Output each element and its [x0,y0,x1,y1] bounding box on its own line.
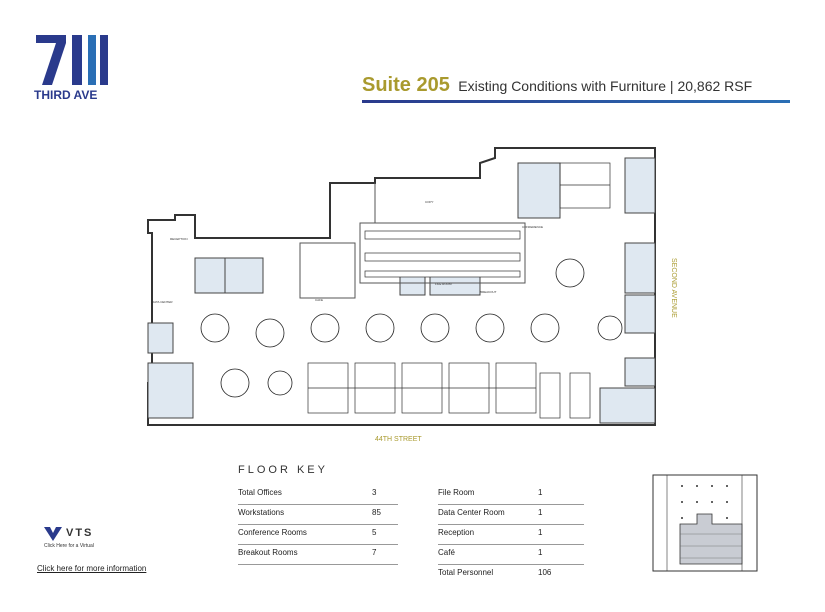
conference-room-west [147,362,194,419]
vts-label: VTS [66,527,94,539]
file-room-label: FILE ROOM [435,282,452,286]
floor-key-title: FLOOR KEY [238,464,328,476]
copy-label: COPY [425,200,434,204]
workstation-bench-zone [359,222,526,284]
suite-highlight [679,513,743,565]
breakout-label: BREAKOUT [480,290,497,294]
logo-subtitle: THIRD AVE [34,88,98,102]
cafe-area [299,242,356,299]
office-ne [624,157,656,214]
key-plan-map [652,474,758,572]
conference-label: CONFERENCE [522,225,543,229]
cafe-label: CAFE [315,298,323,302]
conference-room-2 [224,257,264,294]
suite-subtitle: Existing Conditions with Furniture | 20,… [458,78,753,94]
vts-virtual-text: Click Here for a Virtual [44,543,94,549]
conference-room [517,162,561,219]
street-label-right: SECOND AVENUE [670,258,677,318]
logo-mark-icon [36,35,108,85]
cubicles [307,162,611,419]
conference-room-se [599,387,656,424]
building-logo: THIRD AVE [34,33,114,103]
rooms [147,157,656,424]
breakout-1 [194,257,226,294]
reception-label: RECEPTION [170,237,188,241]
more-information-link[interactable]: Click here for more information [37,564,147,573]
page-title: Suite 205 Existing Conditions with Furni… [362,74,792,97]
breakout-west [147,322,174,354]
breakout-east [624,357,656,387]
bench-desks [364,230,521,278]
suite-name: Suite 205 [362,74,450,96]
data-center-label: DATA CENTER [152,300,173,304]
street-label-bottom: 44TH STREET [375,436,422,443]
header-divider [362,100,790,103]
conference-room-east [624,242,656,294]
floor-plan: RECEPTION COPY CAFE FILE ROOM CONFERENCE… [147,147,656,426]
vts-logo-icon [44,527,62,541]
workstation-pods [200,258,623,398]
office-east [624,294,656,334]
